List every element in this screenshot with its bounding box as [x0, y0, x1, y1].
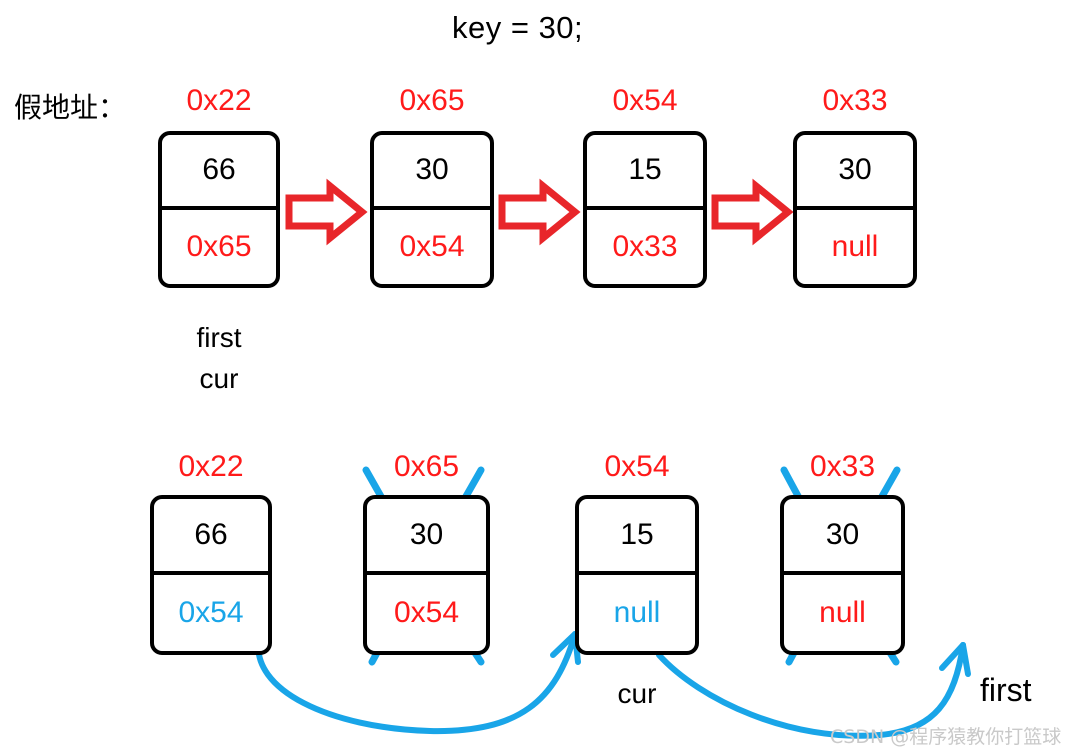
node-next-cell: null: [797, 210, 913, 285]
link-arrow-red-3: [711, 178, 794, 246]
node-value: 66: [202, 153, 236, 187]
node-next-cell: null: [579, 575, 695, 651]
list-node: 30 0x54: [363, 495, 490, 655]
list-node: 66 0x54: [150, 495, 272, 655]
node-value: 15: [628, 153, 662, 187]
list-node: 15 null: [575, 495, 699, 655]
node-value: 30: [838, 153, 872, 187]
node-address: 0x54: [612, 84, 678, 117]
list-node: 15 0x33: [583, 131, 707, 288]
list-node: 30 null: [780, 495, 905, 655]
node-address: 0x65: [393, 450, 460, 483]
list-node: 30 0x54: [370, 131, 494, 288]
node-next-cell: 0x33: [587, 210, 703, 285]
node-value-cell: 66: [162, 135, 276, 210]
address-row-label: 假地址：: [14, 91, 127, 124]
pointer-label-first: first: [980, 672, 1032, 708]
node-value-cell: 30: [374, 135, 490, 210]
node-value: 30: [825, 518, 860, 551]
node-next-cell: 0x54: [374, 210, 490, 285]
node-value: 66: [194, 518, 228, 551]
node-next-cell: null: [784, 575, 901, 651]
page-title: key = 30;: [452, 10, 584, 45]
row-before-deletion: 0x22 66 0x65 0x65 30 0x54 0x54 15 0x33 0…: [158, 84, 917, 394]
node-address: 0x33: [822, 84, 888, 117]
node-next: 0x54: [393, 596, 460, 629]
node-address: 0x54: [604, 450, 670, 483]
node-next: 0x33: [612, 229, 678, 263]
node-next: 0x54: [399, 229, 465, 263]
node-address: 0x22: [178, 450, 244, 483]
pointer-label-first: first: [196, 322, 242, 353]
node-value-cell: 30: [784, 499, 901, 575]
pointer-label-cur: cur: [199, 363, 239, 394]
node-next: null: [831, 229, 879, 263]
node-value-cell: 30: [367, 499, 486, 575]
node-value: 30: [409, 518, 444, 551]
node-next: 0x54: [178, 596, 244, 629]
node-value-cell: 30: [797, 135, 913, 210]
node-address: 0x33: [809, 450, 876, 483]
link-arrow-red-1: [285, 178, 368, 246]
node-value-cell: 66: [154, 499, 268, 575]
node-next-cell: 0x54: [367, 575, 486, 651]
node-next-cell: 0x65: [162, 210, 276, 285]
node-next: 0x65: [186, 229, 252, 263]
list-node: 30 null: [793, 131, 917, 288]
node-next-cell: 0x54: [154, 575, 268, 651]
node-address: 0x65: [399, 84, 465, 117]
node-value: 15: [620, 518, 654, 551]
watermark: CSDN @程序猿教你打篮球: [830, 726, 1062, 748]
link-arrow-red-2: [498, 178, 581, 246]
node-value-cell: 15: [587, 135, 703, 210]
node-value-cell: 15: [579, 499, 695, 575]
blue-first-pointer-curve: [656, 642, 971, 739]
pointer-label-cur: cur: [617, 678, 657, 709]
node-next: null: [613, 596, 661, 629]
node-next: null: [819, 596, 866, 629]
node-value: 30: [415, 153, 449, 187]
node-address: 0x22: [186, 84, 252, 117]
list-node: 66 0x65: [158, 131, 280, 288]
